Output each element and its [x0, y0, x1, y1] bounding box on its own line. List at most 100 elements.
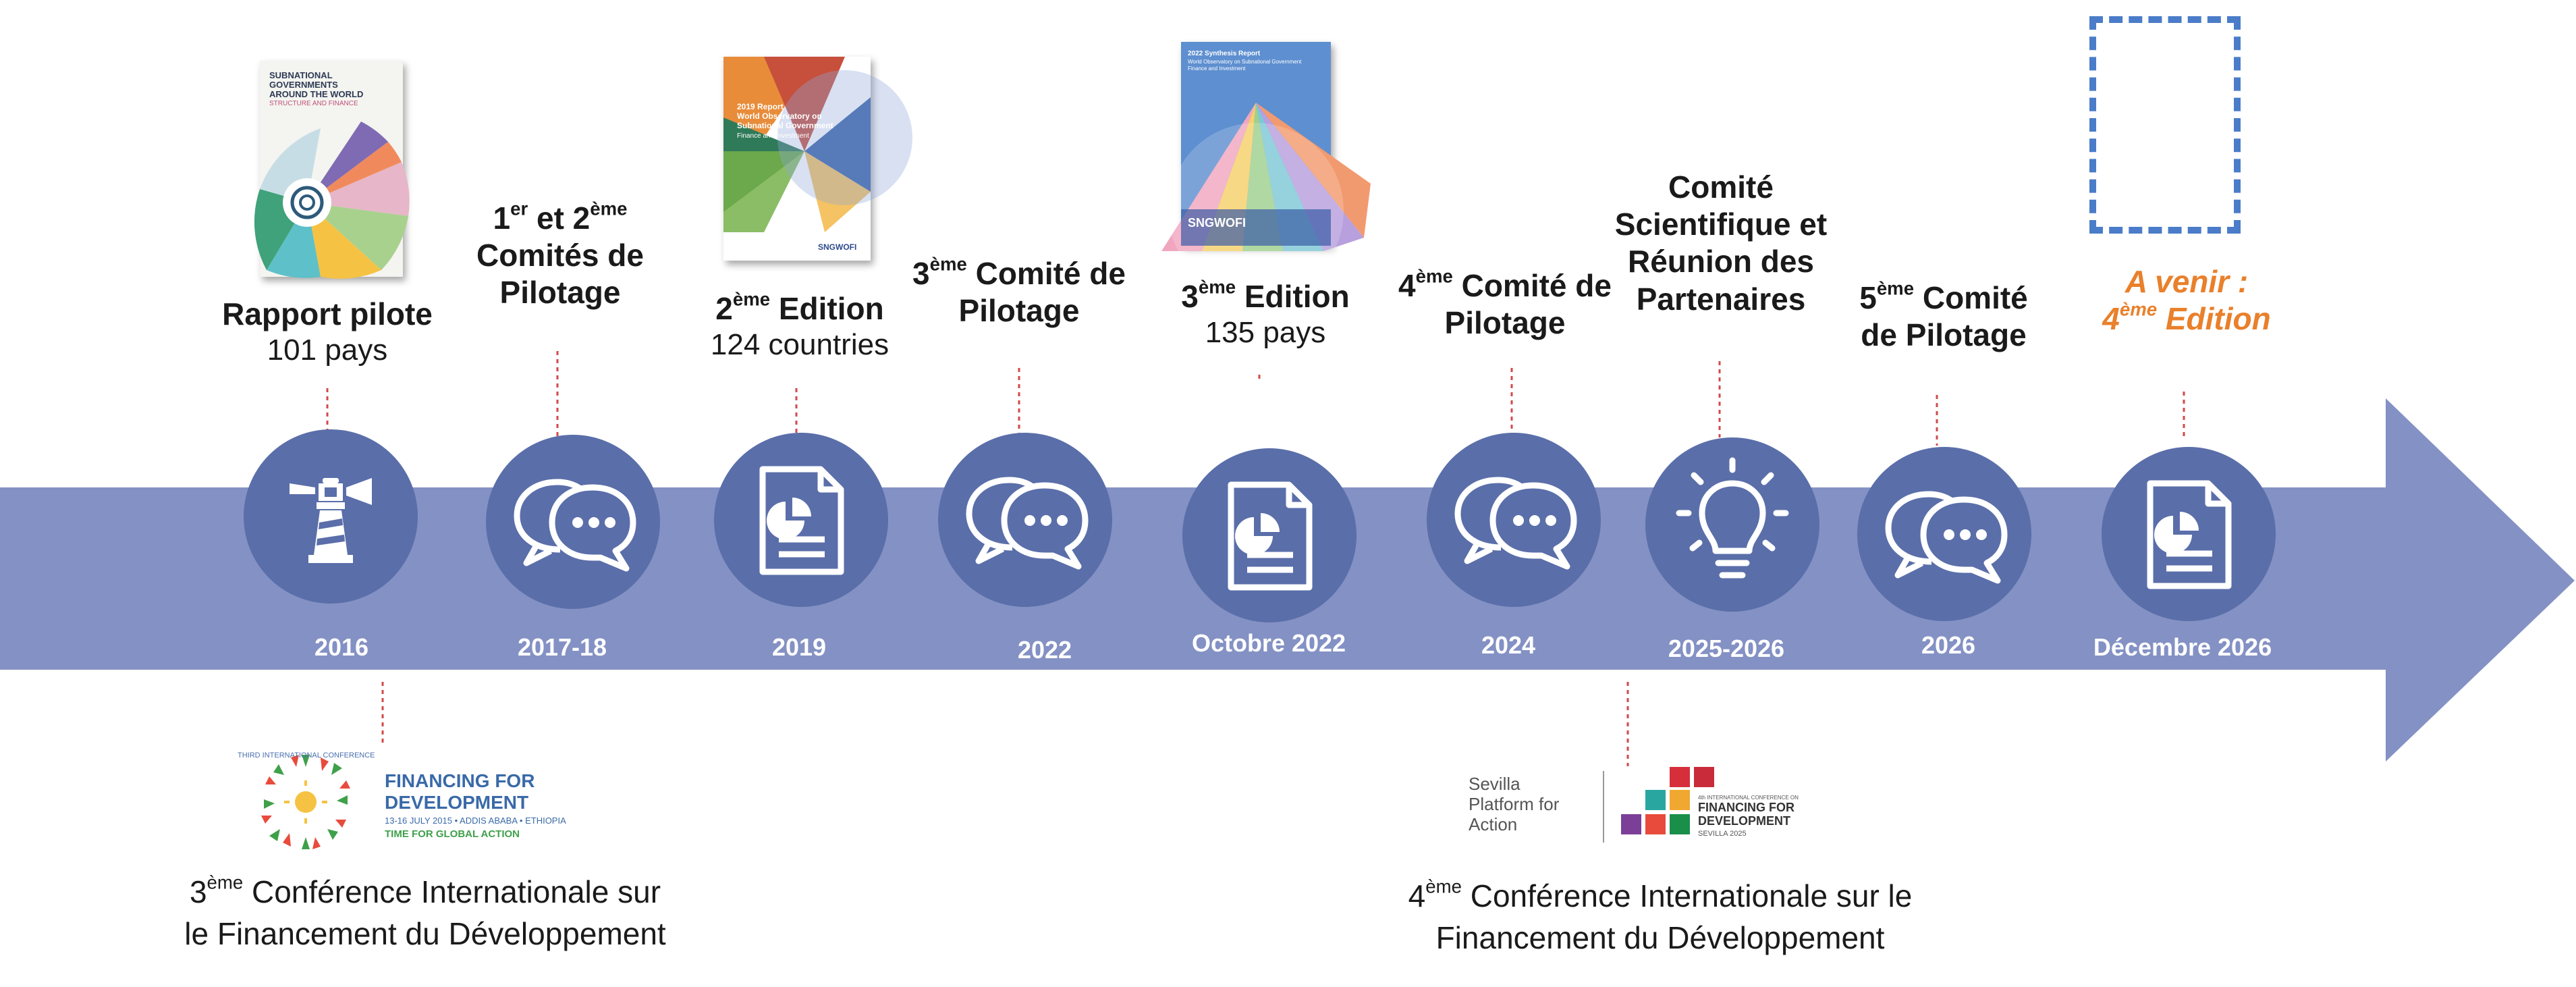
milestone-dec2026-line1: A venir :: [2125, 264, 2249, 299]
year-label-2024: 2024: [1481, 631, 1536, 659]
lighthouse-icon: [290, 478, 372, 563]
svg-text:SNGWOFI: SNGWOFI: [1188, 216, 1246, 230]
chat-bubbles-icon: [1885, 491, 2008, 584]
year-label-dec-2026: Décembre 2026: [2093, 633, 2272, 661]
cover-2019-art: 2019 Report World Observatory on Subnati…: [723, 57, 912, 261]
report-cover-2019: 2019 Report World Observatory on Subnati…: [723, 57, 912, 261]
ffd3-logo: THIRD INTERNATIONAL CONFERENCE FINANCING…: [235, 748, 566, 856]
milestone-2022-title: 3ème Comité de Pilotage: [891, 255, 1147, 329]
svg-text:World Observatory on Subnation: World Observatory on Subnational Governm…: [1188, 59, 1302, 65]
ffd4-caption-line1: 4ème Conférence Internationale sur le: [1408, 876, 1913, 913]
ffd4-emblem-icon: Sevilla Platform for Action 4th INTERNAT…: [1469, 767, 1799, 843]
svg-text:DEVELOPMENT: DEVELOPMENT: [385, 792, 528, 813]
milestone-2017-line3: Pilotage: [499, 275, 621, 311]
ffd3-caption: 3ème Conférence Internationale sur le Fi…: [115, 871, 736, 955]
milestone-oct2022-subtitle: 135 pays: [1205, 316, 1326, 350]
svg-text:TIME FOR GLOBAL ACTION: TIME FOR GLOBAL ACTION: [385, 828, 520, 840]
milestone-2019-circle: [714, 433, 888, 607]
milestone-2016-title: Rapport pilote 101 pays: [202, 296, 452, 369]
ffd3-emblem-icon: THIRD INTERNATIONAL CONFERENCE FINANCING…: [238, 751, 566, 849]
milestone-2016-subtitle: 101 pays: [267, 334, 388, 367]
year-label-2022: 2022: [1017, 636, 1072, 664]
milestone-2024-line2: Pilotage: [1444, 305, 1566, 341]
milestone-2022-circle: [938, 433, 1112, 607]
milestone-2025-line3: Réunion des: [1627, 244, 1815, 279]
svg-text:STRUCTURE AND FINANCE: STRUCTURE AND FINANCE: [269, 100, 358, 107]
lightbulb-icon: [1676, 457, 1789, 579]
svg-text:THIRD INTERNATIONAL CONFERENCE: THIRD INTERNATIONAL CONFERENCE: [238, 751, 375, 759]
ffd3-caption-line1: 3ème Conférence Internationale sur: [189, 872, 661, 909]
svg-text:Platform for: Platform for: [1469, 794, 1560, 814]
ffd3-caption-line2: le Financement du Développement: [184, 916, 666, 952]
svg-text:Finance and Investment: Finance and Investment: [737, 132, 809, 140]
milestone-dec2026-circle: [2102, 447, 2276, 621]
svg-text:SEVILLA 2025: SEVILLA 2025: [1698, 830, 1747, 838]
svg-text:AROUND THE WORLD: AROUND THE WORLD: [269, 89, 363, 99]
report-document-icon: [759, 466, 844, 575]
milestone-2022-line1: 3ème Comité de: [912, 253, 1126, 291]
ffd4-caption-line2: Financement du Développement: [1435, 920, 1885, 956]
milestone-2019-title: 2ème Edition 124 countries: [675, 290, 925, 363]
milestone-2016-circle: [244, 429, 418, 604]
milestone-oct2022-title: 3ème Edition 135 pays: [1141, 276, 1390, 351]
milestone-2024-circle: [1427, 433, 1601, 607]
svg-text:2019 Report: 2019 Report: [737, 102, 784, 111]
ffd4-caption: 4ème Conférence Internationale sur le Fi…: [1343, 875, 1977, 959]
svg-text:GOVERNMENTS: GOVERNMENTS: [269, 80, 338, 90]
report-document-icon: [1228, 481, 1313, 591]
year-label-2025-2026: 2025-2026: [1668, 635, 1785, 662]
milestone-2024-title: 4ème Comité de Pilotage: [1363, 267, 1647, 342]
year-label-2016: 2016: [314, 633, 369, 661]
milestone-2022-line2: Pilotage: [958, 293, 1080, 329]
chat-bubbles-icon: [1454, 477, 1577, 570]
report-cover-2016: SUBNATIONAL GOVERNMENTS AROUND THE WORLD…: [254, 61, 410, 279]
svg-text:Subnational Government: Subnational Government: [737, 121, 833, 130]
svg-text:SUBNATIONAL: SUBNATIONAL: [269, 70, 333, 80]
milestone-2025-circle: [1645, 437, 1819, 612]
milestone-2017-title: 1er et 2ème Comités de Pilotage: [432, 198, 688, 312]
svg-text:FINANCING FOR: FINANCING FOR: [385, 770, 535, 791]
year-label-2019: 2019: [771, 633, 827, 661]
milestone-2025-line2: Scientifique et: [1614, 207, 1828, 242]
svg-text:13-16 JULY 2015 • ADDIS ABABA: 13-16 JULY 2015 • ADDIS ABABA • ETHIOPIA: [385, 816, 566, 826]
report-cover-2022: 2022 Synthesis Report World Observatory …: [1161, 42, 1371, 298]
year-label-oct-2022: Octobre 2022: [1191, 629, 1346, 657]
svg-text:SNGWOFI: SNGWOFI: [818, 242, 856, 252]
milestone-2017-line2: Comités de: [476, 238, 644, 273]
milestone-2026-title: 5ème Comité de Pilotage: [1815, 279, 2072, 354]
svg-text:4th INTERNATIONAL CONFERENCE O: 4th INTERNATIONAL CONFERENCE ON: [1698, 795, 1799, 801]
milestone-2025-title: Comité Scientifique et Réunion des Parte…: [1586, 169, 1856, 318]
milestone-2026-line2: de Pilotage: [1861, 317, 2027, 353]
ffd4-logo: Sevilla Platform for Action 4th INTERNAT…: [1469, 767, 1806, 848]
milestone-oct2022-circle: [1182, 448, 1356, 622]
milestone-2019-subtitle: 124 countries: [710, 328, 889, 362]
milestone-2026-line1: 5ème Comité: [1859, 277, 2028, 315]
svg-text:2022 Synthesis Report: 2022 Synthesis Report: [1188, 50, 1261, 57]
svg-text:Action: Action: [1469, 814, 1517, 834]
milestone-2017-circle: [486, 435, 660, 609]
svg-text:Finance and Investment: Finance and Investment: [1188, 65, 1246, 72]
upcoming-report-placeholder: [2089, 16, 2241, 234]
svg-text:DEVELOPMENT: DEVELOPMENT: [1698, 814, 1790, 828]
milestone-oct2022-heading: 3ème Edition: [1181, 276, 1350, 314]
milestone-dec2026-line2: 4ème Edition: [2102, 298, 2271, 337]
year-label-2026: 2026: [1921, 631, 1976, 659]
milestone-2017-line1: 1er et 2ème: [493, 198, 628, 236]
cover-2022-art: 2022 Synthesis Report World Observatory …: [1161, 42, 1371, 298]
svg-text:Sevilla: Sevilla: [1469, 774, 1520, 794]
svg-text:FINANCING FOR: FINANCING FOR: [1698, 801, 1794, 814]
chat-bubbles-icon: [514, 479, 636, 572]
milestone-2026-circle: [1857, 447, 2031, 621]
cover-2016-art: SUBNATIONAL GOVERNMENTS AROUND THE WORLD…: [254, 70, 410, 279]
connector-lines: [326, 351, 2185, 766]
milestone-2016-heading: Rapport pilote: [222, 296, 433, 331]
milestone-2025-line4: Partenaires: [1636, 281, 1806, 317]
svg-text:World Observatory on: World Observatory on: [737, 111, 822, 121]
year-label-2017-18: 2017-18: [517, 633, 607, 661]
milestone-dec2026-title: A venir : 4ème Edition: [2052, 263, 2322, 338]
milestone-2024-line1: 4ème Comité de: [1398, 265, 1612, 303]
chat-bubbles-icon: [966, 477, 1089, 570]
report-document-icon: [2147, 480, 2232, 589]
milestone-2019-heading: 2ème Edition: [715, 288, 884, 326]
milestone-2025-line1: Comité: [1668, 169, 1774, 205]
